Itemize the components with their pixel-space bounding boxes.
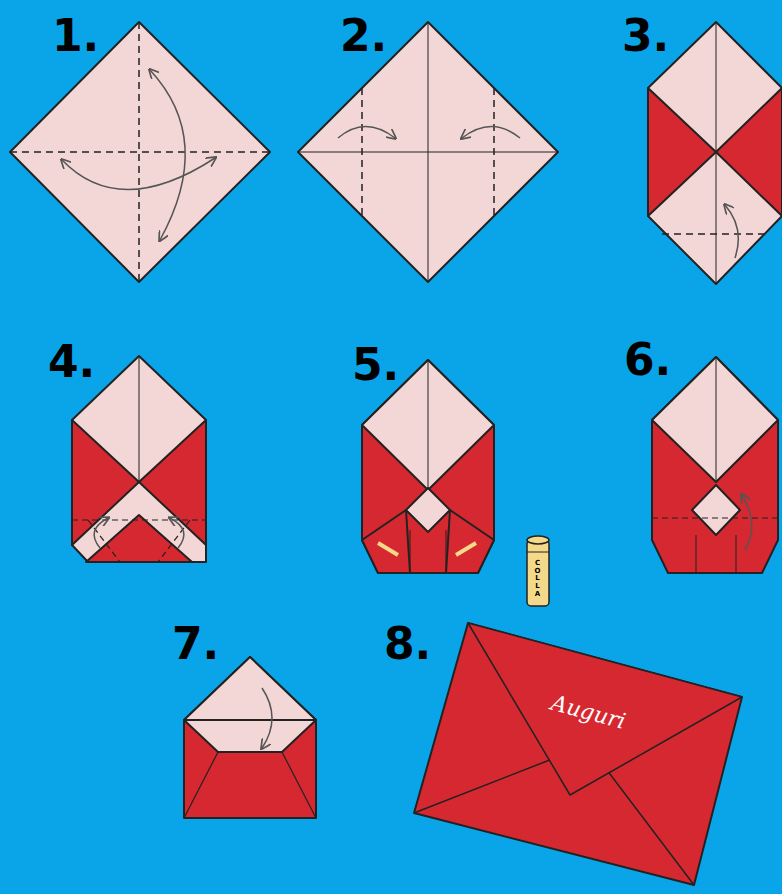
step-number: 2. (340, 14, 387, 58)
glue-label: COLLA (534, 560, 541, 598)
step-number: 5. (352, 343, 399, 387)
step-number: 1. (52, 14, 99, 58)
step-number: 6. (624, 338, 671, 382)
step-number: 7. (172, 622, 219, 666)
step-number: 8. (384, 622, 431, 666)
step-number: 3. (622, 14, 669, 58)
step-number: 4. (48, 340, 95, 384)
